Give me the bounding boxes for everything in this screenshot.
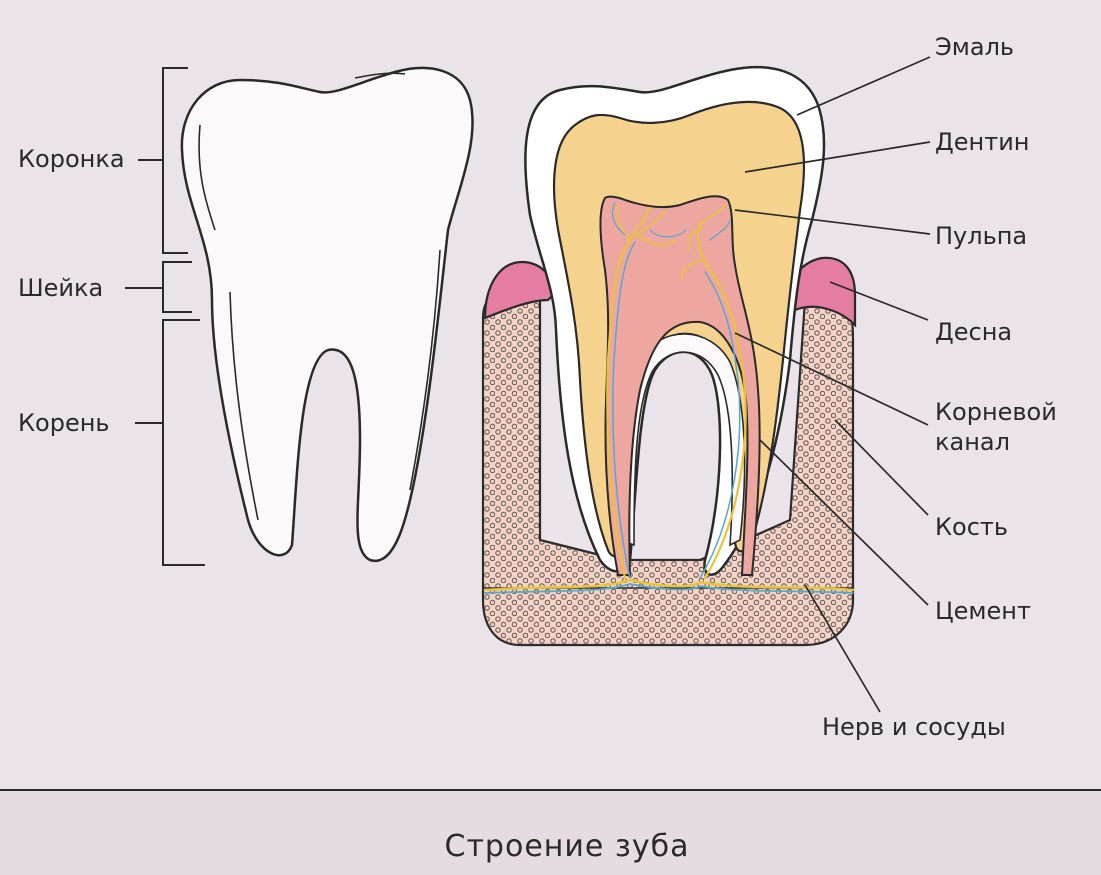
label-enamel: Эмаль xyxy=(935,33,1014,61)
whole-tooth xyxy=(180,66,474,563)
label-bone: Кость xyxy=(935,513,1008,541)
label-root: Корень xyxy=(18,409,110,437)
dentin-layer xyxy=(552,100,805,558)
label-gum: Десна xyxy=(935,318,1012,346)
footer-band xyxy=(0,790,1101,875)
crown-bracket xyxy=(138,67,188,254)
tooth-cross-section xyxy=(481,65,857,647)
label-neck: Шейка xyxy=(18,274,103,302)
label-dentin: Дентин xyxy=(935,128,1029,156)
leader-lines xyxy=(734,56,931,713)
diagram-caption: Строение зуба xyxy=(445,829,690,864)
nerves-vessels xyxy=(483,202,855,594)
label-root-canal-2: канал xyxy=(935,428,1010,456)
label-nerve-vessels: Нерв и сосуды xyxy=(822,713,1006,741)
label-cement: Цемент xyxy=(935,597,1031,625)
root-bracket xyxy=(135,319,205,566)
label-pulp: Пульпа xyxy=(935,222,1027,250)
neck-bracket xyxy=(125,261,192,313)
label-root-canal-1: Корневой xyxy=(935,398,1057,426)
label-crown: Коронка xyxy=(18,145,125,173)
